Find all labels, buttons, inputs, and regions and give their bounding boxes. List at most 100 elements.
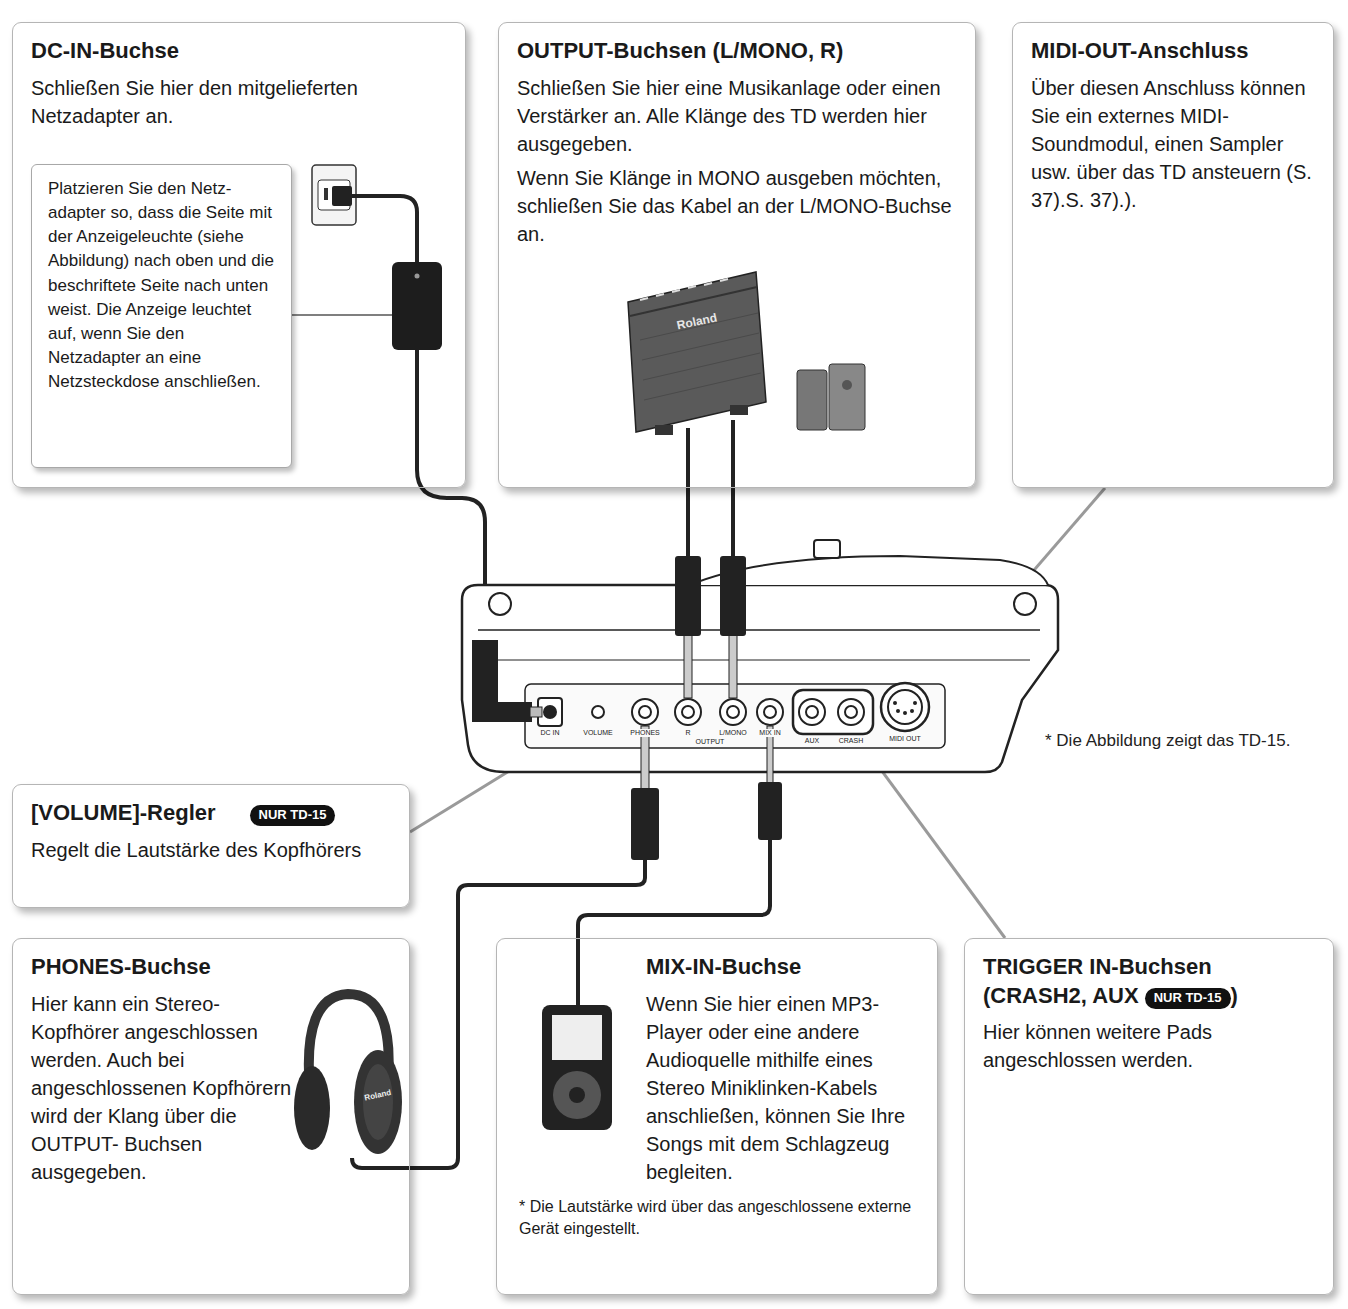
ports [632,699,658,725]
heading: PHONES-Buchse [31,953,391,982]
leader-line [292,314,397,316]
panel-label: VOLUME [582,729,614,737]
power-adapter [415,274,420,279]
drum-module [814,540,840,558]
headphone-cable [352,860,645,1168]
callout-box: MIDI-OUT-AnschlussÜber diesen Anschluss … [1012,22,1334,488]
body-text: Wenn Sie Klänge in MONO ausgeben möchten… [517,164,957,248]
wall-outlet [332,186,352,206]
badge-text: NUR TD-15 [259,807,327,824]
ports [682,706,694,718]
ports [893,701,917,715]
body-text: Wenn Sie hier einen MP3- Player oder ein… [646,990,919,1186]
ports [675,699,701,725]
wall-outlet [324,188,328,200]
ports [896,709,900,713]
monitor-speakers [829,364,865,430]
badge-text: NUR TD-15 [1154,990,1222,1007]
ports [799,699,825,725]
mp3-player [569,1087,585,1103]
headphones [354,1050,402,1154]
callout-box: DC-IN-BuchseSchließen Sie hier den mitge… [12,22,466,488]
heading-row: [VOLUME]-Regler NUR TD-15 [31,799,391,828]
ports [838,699,864,725]
body-text: Hier kann ein Stereo-Kopfhörer angeschlo… [31,990,293,1186]
mixin-cable [578,840,770,1006]
monitor-speakers [797,364,865,430]
drum-module [478,629,1040,631]
callout-box: TRIGGER IN-Buchsen (CRASH2, AUXNUR TD-15… [964,938,1334,1295]
headphones [363,1064,393,1140]
jack-plug [472,640,532,722]
jack-plug [631,788,659,860]
callout-box: MIX-IN-BuchseWenn Sie hier einen MP3- Pl… [496,938,938,1295]
ports [806,706,818,718]
mp3-player [542,1005,612,1130]
ports [910,709,914,713]
heading: OUTPUT-Buchsen (L/MONO, R) [517,37,957,66]
amplifier [655,425,673,435]
panel-label: R [684,729,691,737]
ports [881,683,929,731]
callout-box: OUTPUT-Buchsen (L/MONO, R) Schließen Sie … [498,22,976,488]
panel-label: AUX [804,737,820,745]
body-text: Hier können weitere Pads angeschlossen w… [983,1018,1315,1074]
heading: DC-IN-Buchse [31,37,447,66]
output-cable [688,420,733,560]
ports [764,706,776,718]
jack-plug [472,556,782,860]
power-adapter [392,262,442,350]
ports [544,706,556,718]
panel-label: DC IN [539,729,560,737]
ports [793,690,873,734]
drum-module [462,585,1058,772]
jack-plug [675,556,701,636]
output-cable [731,420,735,560]
badge: NUR TD-15 [250,805,336,826]
amplifier [730,405,748,415]
mixin-cable [578,840,770,1006]
ports [592,706,604,718]
adapter-cable [352,196,417,262]
jack-plug [530,707,542,717]
drum-module [462,540,1058,772]
ports [845,706,857,718]
callout-box: PHONES-BuchseHier kann ein Stereo-Kopfhö… [12,938,410,1295]
note-box: Platzieren Sie den Netz- adapter so, das… [31,164,292,468]
ports [639,706,651,718]
heading: [VOLUME]-Regler [31,800,216,825]
panel-label: PHONES [629,729,661,737]
callout-box: [VOLUME]-Regler NUR TD-15Regelt die Lauts… [12,784,410,908]
jack-plug [720,556,746,636]
power-adapter [392,262,442,350]
ports [757,699,783,725]
body-text: Schließen Sie hier eine Musikanlage oder… [517,74,957,158]
mp3-player [553,1071,601,1119]
output-cable [686,428,690,560]
note-text: Platzieren Sie den Netz- adapter so, das… [48,177,275,394]
panel-label: L/MONO [718,729,748,737]
monitor-speakers [842,380,852,390]
body-text: Über diesen Anschluss können Sie ein ext… [1031,74,1315,214]
ports [727,706,739,718]
jack-plug [758,782,782,840]
wall-outlet [312,165,356,225]
figure-note: * Die Abbildung zeigt das TD-15. [1045,732,1290,751]
panel-label: MIDI OUT [888,735,922,743]
drum-module [478,660,1030,661]
headphones [294,1066,330,1150]
heading: MIX-IN-Buchse [646,953,919,982]
heading-row: TRIGGER IN-Buchsen (CRASH2, AUXNUR TD-15… [983,953,1315,1010]
panel-label: CRASH [838,737,865,745]
ports [720,699,746,725]
wall-outlet [312,165,356,225]
ports [903,711,907,715]
body-text: Regelt die Lautstärke des Kopfhörers [31,836,391,864]
amplifier [630,287,757,316]
panel-label: MIX IN [758,729,781,737]
heading: MIDI-OUT-Anschluss [1031,37,1315,66]
monitor-speakers [797,370,827,430]
jack-plug [684,632,692,698]
amplifier [628,272,766,435]
jack-plug [729,632,737,698]
